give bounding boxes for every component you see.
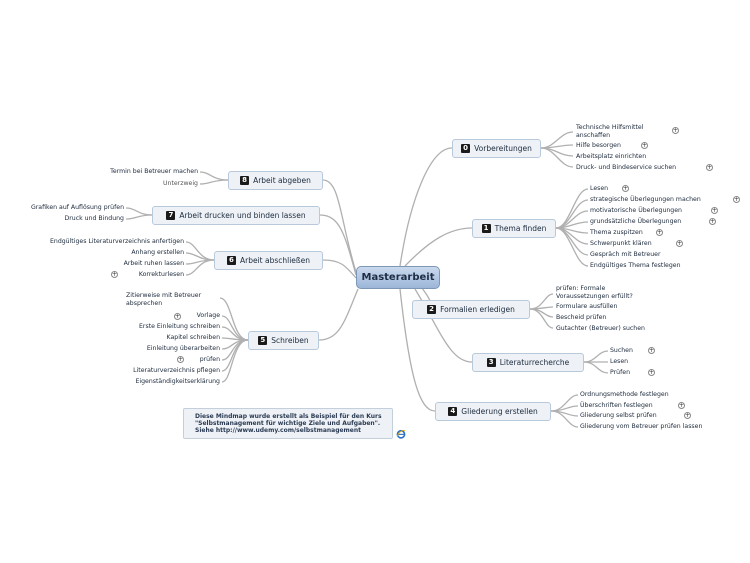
note-box: Diese Mindmap wurde erstellt als Beispie… — [183, 408, 393, 439]
leaf-item[interactable]: Bescheid prüfen — [556, 314, 607, 321]
leaf-item[interactable]: Kapitel schreiben — [166, 334, 220, 341]
leaf-item[interactable]: Grafiken auf Auflösung prüfen — [30, 204, 124, 211]
leaf-item[interactable]: Einleitung überarbeiten — [146, 345, 220, 352]
leaf-item[interactable]: Endgültiges Literaturverzeichnis anferti… — [49, 238, 184, 245]
branch-label: Arbeit abgeben — [253, 176, 311, 185]
branch-number: 8 — [240, 176, 250, 185]
leaf-item[interactable]: motivatorische Überlegungen — [590, 207, 682, 214]
leaf-item[interactable]: Vorlage — [196, 312, 220, 319]
leaf-item[interactable]: Erste Einleitung schreiben — [139, 323, 220, 330]
leaf-item[interactable]: prüfen: Formale Voraussetzungen erfüllt? — [556, 285, 633, 300]
leaf-item[interactable]: Ordnungsmethode festlegen — [580, 391, 669, 398]
expand-icon[interactable]: + — [733, 196, 740, 203]
leaf-item[interactable]: Hilfe besorgen — [576, 142, 621, 149]
leaf-item[interactable]: Korrekturlesen — [138, 271, 184, 278]
note-line: Siehe http://www.udemy.com/selbstmanagem… — [195, 427, 362, 434]
leaf-item[interactable]: Technische Hilfsmittel anschaffen — [576, 124, 644, 139]
leaf-item[interactable]: Suchen — [610, 347, 633, 354]
expand-icon[interactable]: + — [684, 412, 691, 419]
expand-icon[interactable]: + — [648, 369, 655, 376]
expand-icon[interactable]: + — [174, 313, 181, 320]
branch-number: 1 — [481, 224, 491, 233]
branch-number: 2 — [427, 305, 437, 314]
branch-label: Schreiben — [271, 336, 309, 345]
branch-label: Gliederung erstellen — [461, 407, 538, 416]
leaf-item[interactable]: Endgültiges Thema festlegen — [590, 262, 681, 269]
leaf-item[interactable]: Thema zuspitzen — [590, 229, 643, 236]
note-line: Diese Mindmap wurde erstellt als Beispie… — [195, 413, 382, 420]
expand-icon[interactable]: + — [111, 271, 118, 278]
leaf-item[interactable]: Lesen — [590, 185, 609, 192]
branch-label: Arbeit abschließen — [239, 256, 310, 265]
expand-icon[interactable]: + — [672, 127, 679, 134]
branch-label: Arbeit drucken und binden lassen — [179, 211, 306, 220]
leaf-item[interactable]: Arbeit ruhen lassen — [123, 260, 184, 267]
leaf-item[interactable]: Arbeitsplatz einrichten — [576, 153, 647, 160]
leaf-item[interactable]: Unterzweig — [163, 180, 198, 187]
branch-number: 4 — [448, 407, 458, 416]
branch-label: Thema finden — [494, 224, 547, 233]
expand-icon[interactable]: + — [648, 347, 655, 354]
leaf-item[interactable]: Überschriften festlegen — [580, 402, 653, 409]
branch-number: 7 — [166, 211, 176, 220]
leaf-item[interactable]: Gespräch mit Betreuer — [590, 251, 661, 258]
leaf-item[interactable]: Druck und Bindung — [64, 215, 124, 222]
leaf-item[interactable]: Literaturverzeichnis pflegen — [133, 367, 220, 374]
leaf-item[interactable]: Schwerpunkt klären — [590, 240, 652, 247]
leaf-item[interactable]: Gliederung vom Betreuer prüfen lassen — [580, 423, 703, 430]
leaf-item[interactable]: grundsätzliche Überlegungen — [590, 218, 682, 225]
expand-icon[interactable]: + — [711, 207, 718, 214]
leaf-item[interactable]: Druck- und Bindeservice suchen — [576, 164, 677, 171]
expand-icon[interactable]: + — [676, 240, 683, 247]
central-topic[interactable]: Masterarbeit — [356, 266, 440, 289]
leaf-item[interactable]: Anhang erstellen — [131, 249, 184, 256]
branch-number: 5 — [258, 336, 268, 345]
leaf-item[interactable]: Gutachter (Betreuer) suchen — [556, 325, 645, 332]
expand-icon[interactable]: + — [709, 218, 716, 225]
branch-number: 3 — [486, 358, 496, 367]
branch-label: Formalien erledigen — [440, 305, 515, 314]
expand-icon[interactable]: + — [678, 402, 685, 409]
leaf-item[interactable]: Formulare ausfüllen — [556, 303, 618, 310]
leaf-item[interactable]: Prüfen — [610, 369, 630, 376]
leaf-item[interactable]: Eigenständigkeitserklärung — [135, 378, 220, 385]
leaf-item[interactable]: Termin bei Betreuer machen — [110, 168, 198, 175]
expand-icon[interactable]: + — [656, 229, 663, 236]
note-line: "Selbstmanagement für wichtige Ziele und… — [195, 420, 381, 427]
branch-label: Vorbereitungen — [474, 144, 532, 153]
expand-icon[interactable]: + — [706, 164, 713, 171]
leaf-item[interactable]: Lesen — [610, 358, 629, 365]
branch-number: 0 — [461, 144, 471, 153]
branch-label: Literaturrecherche — [499, 358, 570, 367]
leaf-item[interactable]: Gliederung selbst prüfen — [580, 412, 657, 419]
leaf-item[interactable]: prüfen — [199, 356, 220, 363]
leaf-item[interactable]: Zitierweise mit Betreuer absprechen — [126, 292, 202, 307]
web-link-icon[interactable] — [396, 429, 406, 439]
expand-icon[interactable]: + — [641, 142, 648, 149]
branch-number: 6 — [226, 256, 236, 265]
expand-icon[interactable]: + — [177, 356, 184, 363]
leaf-item[interactable]: strategische Überlegungen machen — [590, 196, 701, 203]
expand-icon[interactable]: + — [622, 185, 629, 192]
